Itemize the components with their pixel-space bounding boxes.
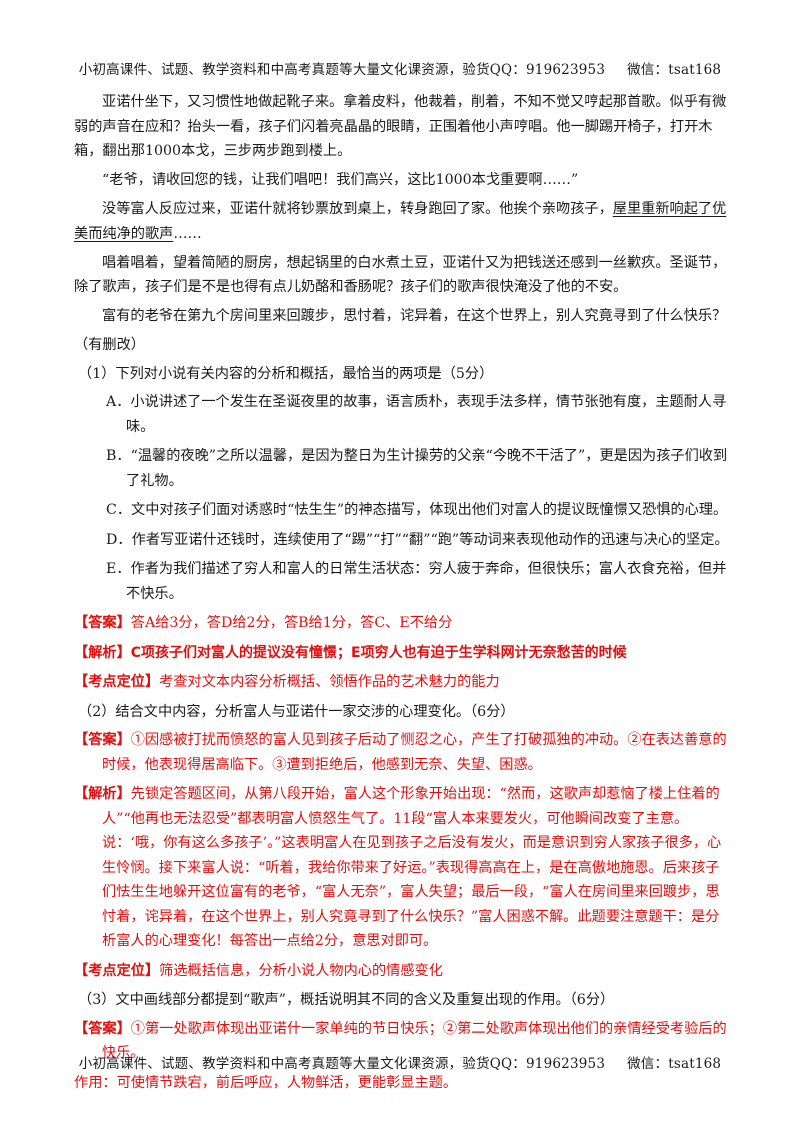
option-c: C．文中对孩子们面对诱惑时“怯生生”的神态描写，体现出他们对富人的提议既憧憬又恐… [106,502,728,518]
header-wechat: 微信：tsat168 [627,62,722,78]
answer-tag: 【答案】 [74,732,131,748]
answer-tag: 【答案】 [74,1020,131,1037]
q1-analysis: 【解析】C项孩子们对富人的提议没有憧憬；E项穷人也有迫于生学科网计无奈愁苦的时候 [74,641,730,666]
option-e: E．作者为我们描述了穷人和富人的日常生活状态：穷人疲于奔命，但很快乐；富人衣食充… [106,561,727,602]
underlined-song-phrase: 屋里重新响起了优美而纯净的歌声 [74,201,727,242]
q1-answer-text: 答A给3分，答D给2分，答B给1分，答C、E不给分 [130,615,453,631]
header-text: 小初高课件、试题、教学资料和中高考真题等大量文化课资源，验货QQ：9196239… [78,62,606,78]
story-paragraph-2: “老爷，请收回您的钱，让我们唱吧！我们高兴，这比1000本戈重要啊……” [102,172,579,188]
q1-answer: 【答案】答A给3分，答D给2分，答B给1分，答C、E不给分 [74,611,730,636]
story-paragraph-5: 富有的老爷在第九个房间里来回踱步，思忖着，诧异着，在这个世界上，别人究竟寻到了什… [102,308,727,324]
question-1: （1）下列对小说有关内容的分析和概括，最恰当的两项是（5分） [78,365,494,382]
option-a: A．小说讲述了一个发生在圣诞夜里的故事，语言质朴，表现手法多样，情节张弛有度，主… [106,394,727,435]
q2-answer-text: ①因感被打扰而愤怒的富人见到孩子后动了恻忍之心，产生了打破孤独的冲动。②在表达善… [102,732,727,773]
q1-point: 【考点定位】考查对文本内容分析概括、领悟作品的艺术魅力的能力 [74,670,730,695]
page-header: 小初高课件、试题、教学资料和中高考真题等大量文化课资源，验货QQ：9196239… [0,58,800,78]
document-body: 亚诺什坐下，又习惯性地做起靴子来。拿着皮料，他裁着，削着，不知不觉又哼起那首歌。… [74,90,730,1100]
option-b: B．“温馨的夜晚”之所以温馨，是因为整日为生计操劳的父亲“今晚不干活了”，更是因… [106,448,728,489]
page-footer: 小初高课件、试题、教学资料和中高考真题等大量文化课资源，验货QQ：9196239… [0,1052,800,1072]
abridged-note: （有删改） [74,337,145,353]
q2-answer: 【答案】①因感被打扰而愤怒的富人见到孩子后动了恻忍之心，产生了打破孤独的冲动。②… [74,728,730,777]
point-tag: 【考点定位】 [74,962,160,979]
analysis-tag: 【解析】 [74,786,131,802]
answer-tag: 【答案】 [74,615,131,631]
q3-answer-text: ①第一处歌声体现出亚诺什一家单纯的节日快乐；②第二处歌声体现出他们的亲情经受考验… [102,1020,727,1062]
option-d: D．作者写亚诺什还钱时，连续使用了“踢”“打”“翻”“跑”等动词来表现他动作的迅… [106,531,729,548]
analysis-tag: 【解析】 [74,644,131,661]
story-p3-post: …… [173,225,202,242]
q2-analysis: 【解析】先锁定答题区间，从第八段开始，富人这个形象开始出现：“然而，这歌声却惹恼… [74,782,730,954]
question-3: （3）文中画线部分都提到“歌声”，概括说明其不同的含义及重复出现的作用。（6分） [78,992,615,1008]
point-tag: 【考点定位】 [74,674,160,690]
story-paragraph-4: 唱着唱着，望着简陋的厨房，想起锅里的白水煮土豆，亚诺什又为把钱送还感到一丝歉疚。… [74,254,727,296]
q2-analysis-text: 先锁定答题区间，从第八段开始，富人这个形象开始出现：“然而，这歌声却惹恼了楼上住… [102,786,722,949]
story-paragraph-1: 亚诺什坐下，又习惯性地做起靴子来。拿着皮料，他裁着，削着，不知不觉又哼起那首歌。… [74,94,727,159]
question-2: （2）结合文中内容，分析富人与亚诺什一家交涉的心理变化。（6分） [78,703,515,720]
footer-text: 小初高课件、试题、教学资料和中高考真题等大量文化课资源，验货QQ：9196239… [78,1056,606,1072]
q1-analysis-text: C项孩子们对富人的提议没有憧憬；E项穷人也有迫于生学科网计无奈愁苦的时候 [130,644,627,661]
q3-effect: 作用：可使情节跌宕，前后呼应，人物鲜活，更能彰显主题。 [74,1074,458,1091]
footer-wechat: 微信：tsat168 [627,1056,722,1072]
q1-point-text: 考查对文本内容分析概括、领悟作品的艺术魅力的能力 [159,674,500,690]
story-paragraph-3: 没等富人反应过来，亚诺什就将钞票放到桌上，转身跑回了家。他挨个亲吻孩子，屋里重新… [74,197,730,246]
q2-point-text: 筛选概括信息，分析小说人物内心的情感变化 [159,962,443,979]
q3-answer: 【答案】①第一处歌声体现出亚诺什一家单纯的节日快乐；②第二处歌声体现出他们的亲情… [74,1017,730,1066]
story-p3-pre: 没等富人反应过来，亚诺什就将钞票放到桌上，转身跑回了家。他挨个亲吻孩子， [102,201,613,217]
q2-point: 【考点定位】筛选概括信息，分析小说人物内心的情感变化 [74,959,730,984]
